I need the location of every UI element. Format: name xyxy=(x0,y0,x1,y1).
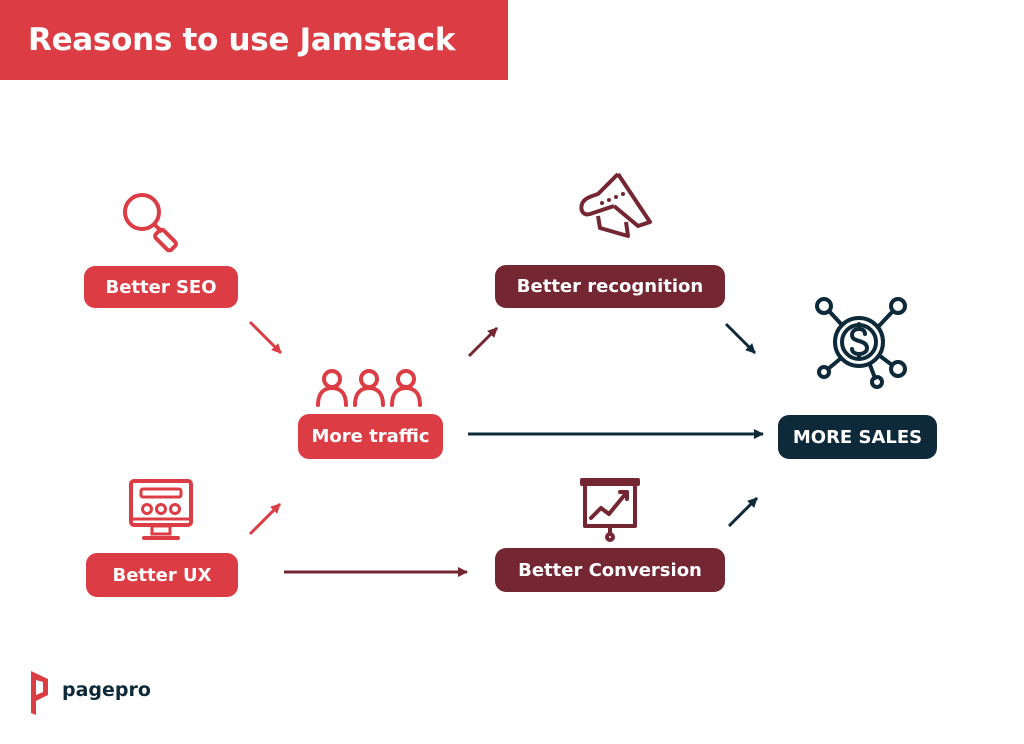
arrow-seo-to-traffic xyxy=(248,320,283,355)
arrow-traffic-to-recognition xyxy=(467,326,499,358)
pagepro-logo-icon xyxy=(31,671,48,715)
arrow-ux-to-traffic xyxy=(248,502,282,536)
monitor-icon xyxy=(129,479,193,540)
people-icon xyxy=(316,369,422,407)
better-conversion-node: Better Conversion xyxy=(495,548,725,592)
magnifier-icon xyxy=(123,193,178,253)
dollar-network-icon xyxy=(815,297,907,389)
page-title: Reasons to use Jamstack xyxy=(0,0,508,80)
more-sales-node: MORE SALES xyxy=(778,415,937,459)
presentation-chart-icon xyxy=(580,478,640,542)
more-traffic-node: More traffic xyxy=(298,414,443,459)
megaphone-icon xyxy=(579,172,652,238)
arrow-recognition-to-sales xyxy=(724,322,757,355)
better-ux-node: Better UX xyxy=(86,553,238,597)
brand-name: pagepro xyxy=(62,679,151,701)
better-seo-node: Better SEO xyxy=(84,266,238,308)
better-recognition-node: Better recognition xyxy=(495,265,725,308)
arrow-conversion-to-sales xyxy=(727,496,759,528)
